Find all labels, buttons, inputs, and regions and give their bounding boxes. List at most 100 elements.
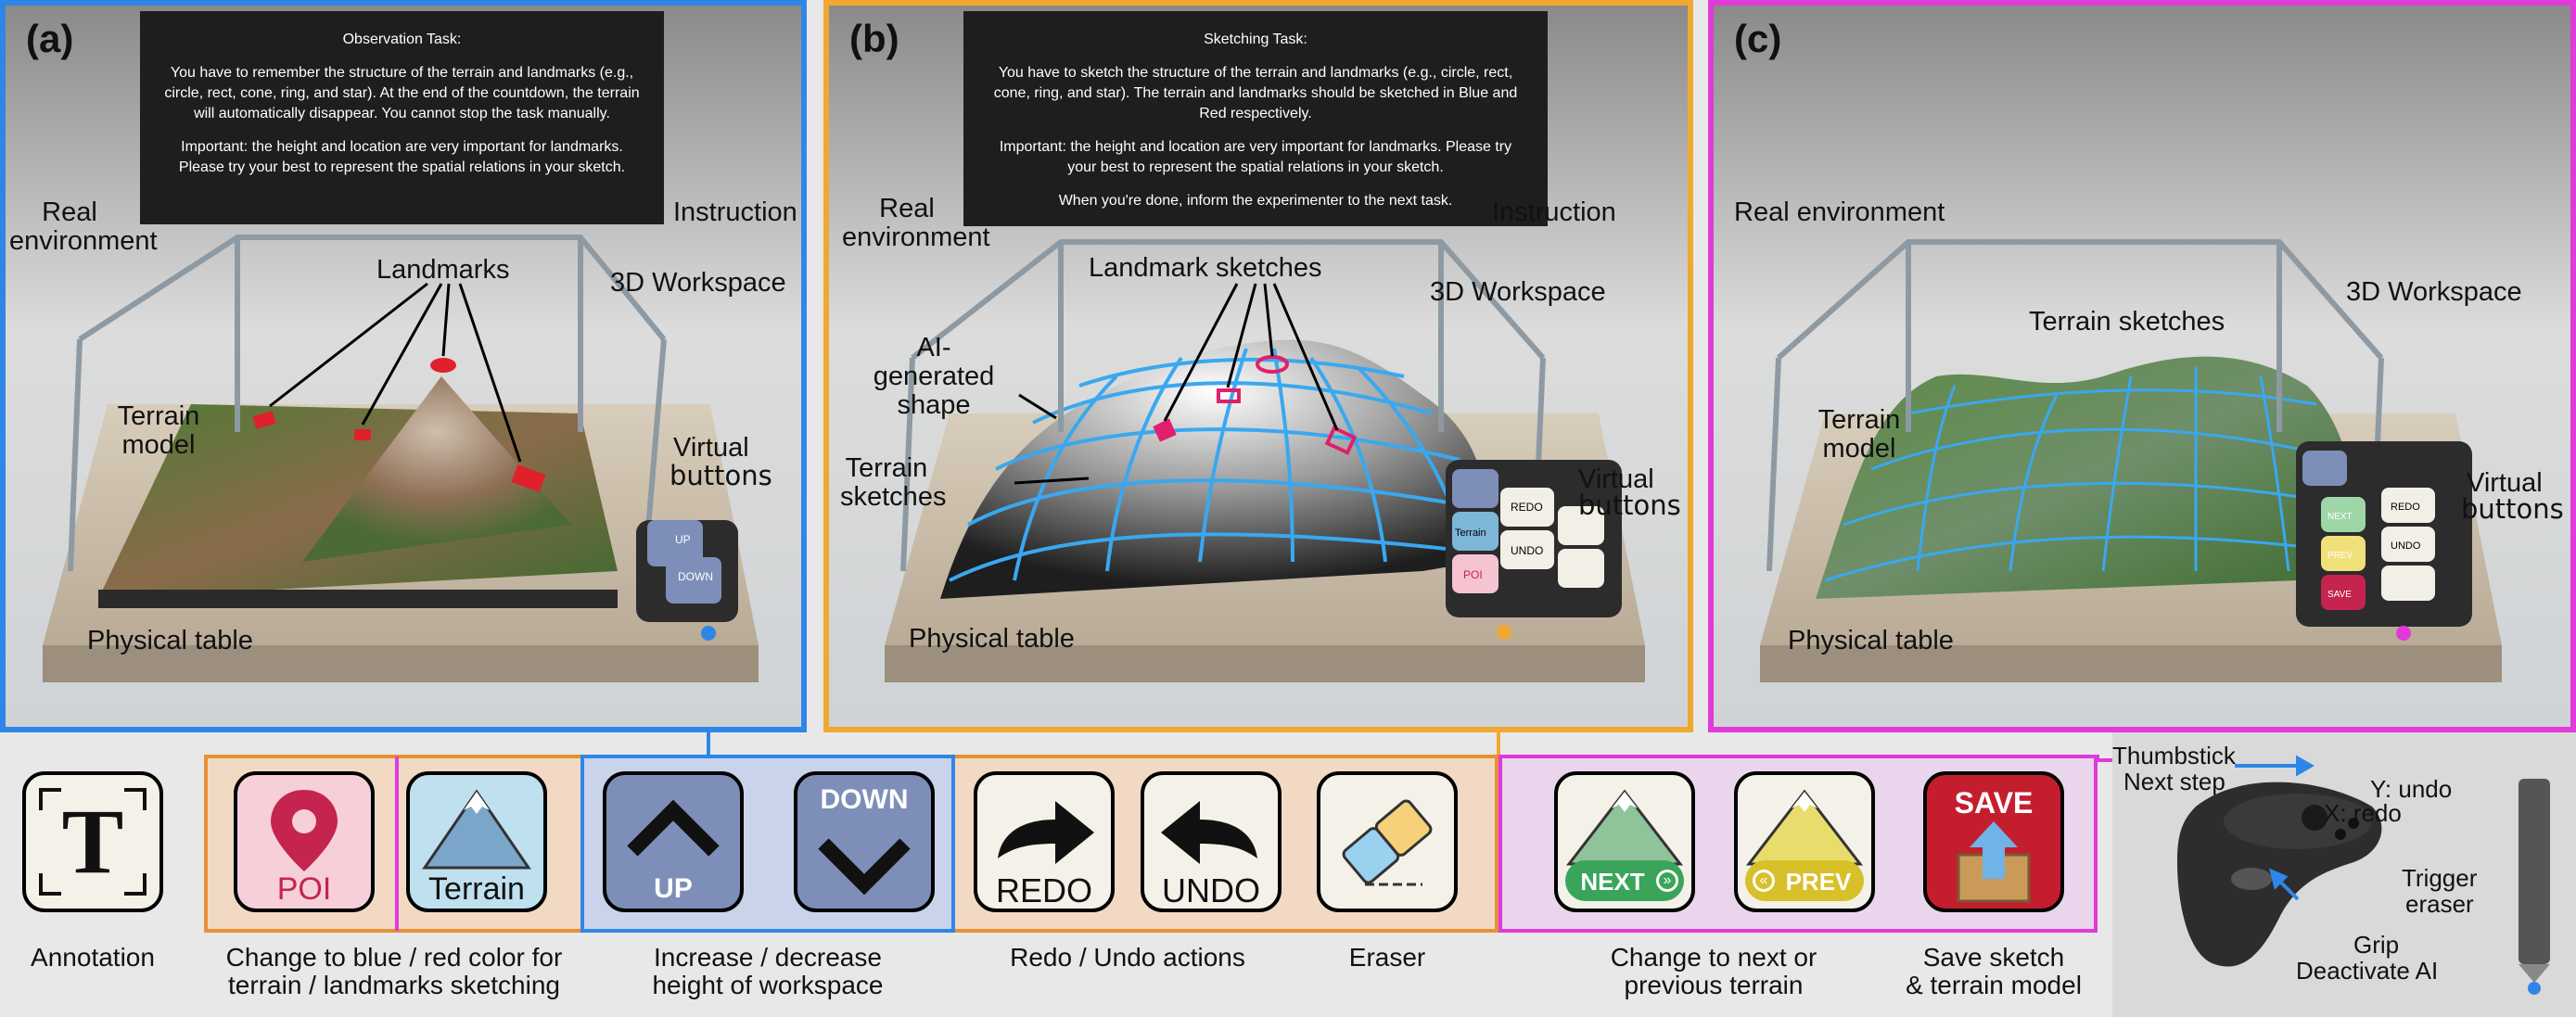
grip-label: Grip	[2353, 931, 2400, 959]
mini-terrain-button	[1452, 512, 1498, 551]
mini-next-button	[2321, 497, 2366, 532]
location-pin-icon	[271, 790, 338, 871]
panel-b-label: (b)	[849, 17, 899, 60]
next-label: NEXT	[1580, 868, 1645, 896]
mini-up-label: UP	[675, 533, 691, 546]
panel-a-label: (a)	[26, 17, 74, 60]
mini-next-label: NEXT	[2327, 512, 2353, 522]
redo-label: REDO	[995, 871, 1092, 909]
panel-a: UP DOWN (a) Observation Task: You have t…	[0, 0, 807, 732]
terrain-nav-caption-2: previous terrain	[1624, 971, 1804, 999]
virtual-buttons-label-1: Virtual	[1578, 464, 1654, 494]
up-label: UP	[654, 873, 693, 904]
annotation-button[interactable]: T	[22, 771, 163, 912]
mini-prev-label: PREV	[2327, 551, 2353, 561]
terrain-model-label: Terrain model	[117, 401, 200, 460]
annotation-caption: Annotation	[31, 943, 155, 972]
eraser-caption: Eraser	[1348, 943, 1426, 972]
terrain-sketch-grid	[1824, 367, 2354, 582]
redo-button[interactable]: REDO	[974, 771, 1115, 912]
x-redo-label: X: redo	[2324, 799, 2402, 827]
instruction-done: When you're done, inform the experimente…	[1058, 193, 1453, 209]
virtual-buttons-label-1: Virtual	[673, 433, 749, 463]
mini-redo-label: REDO	[1511, 501, 1543, 514]
chevron-left-icon: «	[1753, 870, 1775, 892]
next-button[interactable]: NEXT »	[1554, 771, 1695, 912]
thumbstick-label: Thumbstick	[2112, 742, 2236, 769]
prev-button[interactable]: « PREV	[1734, 771, 1875, 912]
annotation-glyph: T	[61, 790, 124, 893]
save-box-icon	[1957, 821, 2031, 903]
instruction-title: Sketching Task:	[1204, 32, 1307, 47]
chevron-right-icon: »	[1656, 870, 1678, 892]
mini-redo-button	[1500, 488, 1554, 527]
mini-poi-label: POI	[1463, 568, 1483, 581]
eraser-icon	[1342, 799, 1433, 886]
redo-undo-caption: Redo / Undo actions	[1010, 943, 1245, 972]
terrain-button[interactable]: Terrain	[406, 771, 547, 912]
mini-undo-label: UNDO	[2391, 540, 2421, 552]
redo-arrow-icon	[998, 801, 1094, 864]
down-button[interactable]: DOWN	[794, 771, 935, 912]
ai-generated-shape-label: AI-generated shape	[873, 333, 995, 420]
mountain-icon	[422, 789, 531, 870]
landmark-circle	[430, 358, 456, 373]
mini-up-button	[647, 520, 703, 566]
workspace-label: 3D Workspace	[610, 268, 786, 298]
down-label: DOWN	[820, 784, 909, 815]
instruction-board-a: Observation Task: You have to remember t…	[140, 11, 664, 224]
color-caption-2: terrain / landmarks sketching	[228, 971, 560, 999]
workspace-label: 3D Workspace	[2346, 277, 2522, 307]
virtual-buttons-label-2: buttons	[1578, 489, 1681, 521]
mountain-prev-icon	[1745, 789, 1864, 866]
mini-down-label: DOWN	[678, 570, 713, 583]
save-caption-1: Save sketch	[1922, 943, 2065, 972]
save-button[interactable]: SAVE	[1923, 771, 2064, 912]
eraser-button[interactable]	[1317, 771, 1458, 912]
panel-c-scene: NEXT PREV SAVE REDO UNDO	[1714, 6, 2570, 727]
instruction-note: Important: the height and location are v…	[999, 139, 1512, 175]
chevron-down-icon	[818, 838, 911, 896]
real-environment-label: Real environment	[9, 197, 158, 256]
mini-prev-button	[2321, 536, 2366, 571]
panel-b: REDO UNDO Terrain POI (b) Sketching Task…	[823, 0, 1693, 732]
real-environment-label: Real environment	[1734, 197, 1945, 227]
virtual-buttons-label-2: buttons	[2461, 493, 2564, 525]
pen-eraser-icon	[2519, 779, 2550, 995]
landmark-sketch-star	[1153, 418, 1177, 442]
color-caption-1: Change to blue / red color for	[225, 943, 563, 972]
virtual-buttons-label-1: Virtual	[2467, 468, 2543, 498]
terrain-sketches-label: Terrain sketches	[840, 453, 947, 512]
real-environment-label: Real environment	[842, 194, 990, 252]
eraser-trigger-label: eraser	[2405, 890, 2474, 918]
panel-c: NEXT PREV SAVE REDO UNDO (c) Real enviro…	[1708, 0, 2576, 732]
landmark-sketch-rect	[1217, 388, 1241, 403]
height-caption-1: Increase / decrease	[654, 943, 882, 972]
terrain-sketches-label: Terrain sketches	[2029, 307, 2225, 337]
deactivate-ai-label: Deactivate AI	[2296, 957, 2439, 985]
mini-undo-label: UNDO	[1511, 544, 1543, 557]
workspace-label: 3D Workspace	[1430, 277, 1606, 307]
vr-controller-illustration	[2112, 732, 2576, 1017]
instruction-body: You have to remember the structure of th…	[164, 65, 640, 121]
undo-arrow-icon	[1161, 801, 1257, 864]
terrain-label: Terrain	[428, 871, 525, 907]
mini-poi-button	[1452, 554, 1498, 593]
up-button[interactable]: UP	[603, 771, 744, 912]
instruction-note: Important: the height and location are v…	[178, 139, 626, 175]
save-caption-2: & terrain model	[1906, 971, 2082, 999]
landmarks-label: Landmarks	[376, 255, 510, 285]
trigger-label: Trigger	[2402, 864, 2478, 892]
prev-label: PREV	[1785, 868, 1852, 896]
instruction-body: You have to sketch the structure of the …	[993, 65, 1518, 121]
landmark-sketch-ring	[1256, 355, 1289, 374]
instruction-board-b: Sketching Task: You have to sketch the s…	[963, 11, 1548, 226]
instruction-title: Observation Task:	[342, 32, 462, 47]
save-label: SAVE	[1954, 786, 2034, 820]
poi-button[interactable]: POI	[234, 771, 375, 912]
landmark-sketch-square	[1324, 426, 1358, 455]
mini-redo-label: REDO	[2391, 502, 2420, 513]
undo-button[interactable]: UNDO	[1141, 771, 1282, 912]
mini-terrain-label: Terrain	[1455, 528, 1486, 539]
physical-table-label: Physical table	[87, 626, 253, 655]
